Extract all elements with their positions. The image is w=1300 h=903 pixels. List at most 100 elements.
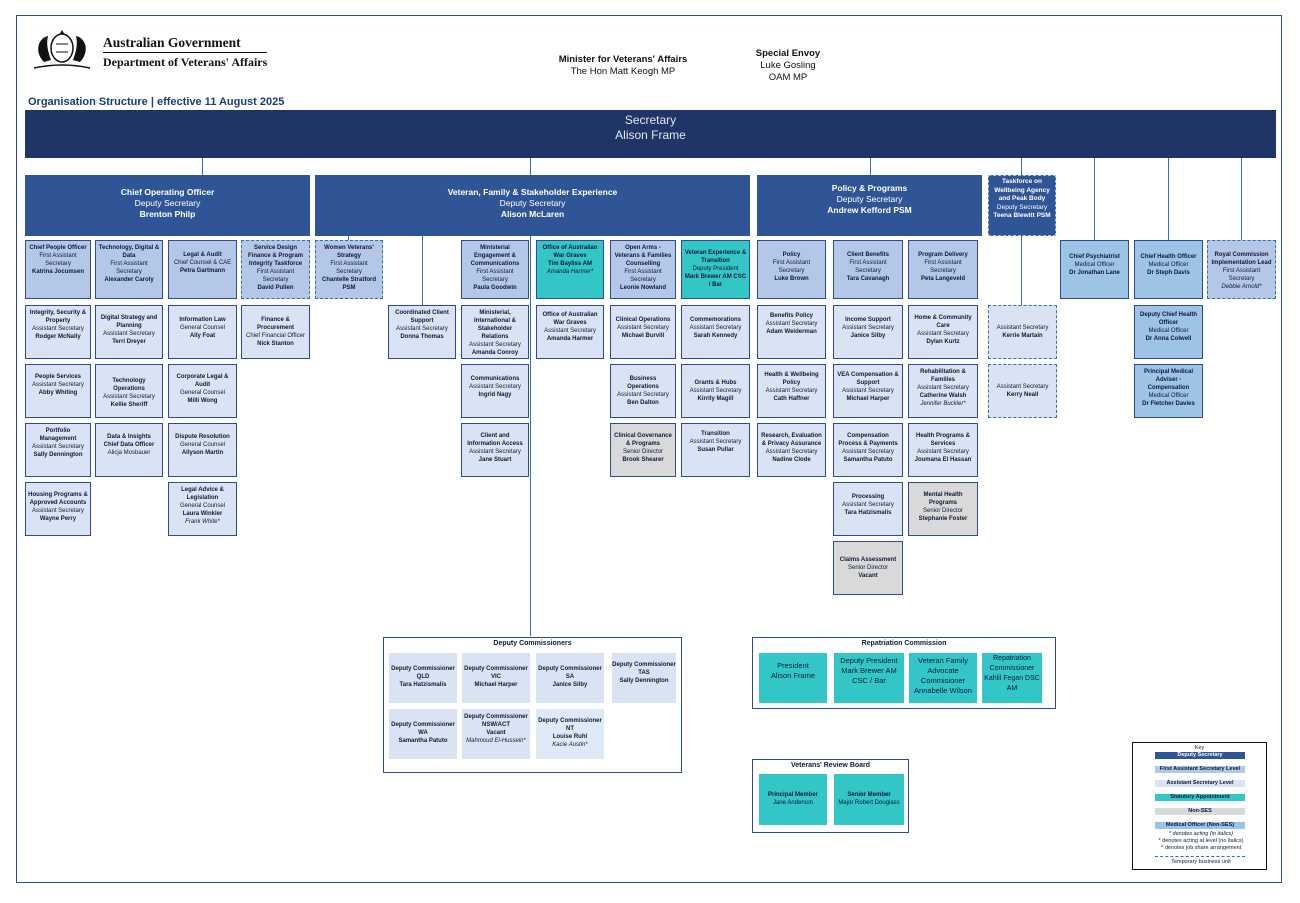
key-fas: First Assistant Secretary Level: [1155, 766, 1245, 773]
unit-title: Veteran Experience & Transition: [684, 250, 747, 264]
unit-compensation-process[interactable]: Compensation Process & Payments Assistan…: [833, 423, 903, 477]
unit-chief-health-officer[interactable]: Chief Health Officer Medical Officer Dr …: [1134, 240, 1203, 299]
unit-client-information-access[interactable]: Client and Information Access Assistant …: [461, 423, 529, 477]
unit-people-services[interactable]: People Services Assistant Secretary Abby…: [25, 364, 91, 418]
repat-veteran-family-advocate[interactable]: Veteran Family Advocate Commisioner Anna…: [909, 653, 977, 703]
unit-title: Clinical Operations: [615, 317, 671, 323]
repat-deputy-president[interactable]: Deputy President Mark Brewer AM CSC / Ba…: [834, 653, 904, 703]
deputy-vfse[interactable]: Veteran, Family & Stakeholder Experience…: [315, 175, 750, 236]
unit-principal-medical-adviser[interactable]: Principal Medical Adviser - Compensation…: [1134, 364, 1203, 418]
unit-coordinated-client-support[interactable]: Coordinated Client Support Assistant Sec…: [388, 305, 456, 359]
unit-dispute-resolution[interactable]: Dispute Resolution General Counsel Allys…: [168, 423, 237, 477]
vrb-name: Major Robert Douglass: [838, 800, 900, 806]
deputy-commissioner-sa[interactable]: Deputy Commissioner SA Janice Silby: [536, 653, 604, 703]
unit-vea-compensation[interactable]: VEA Compensation & Support Assistant Sec…: [833, 364, 903, 418]
unit-title: Data & Insights: [107, 434, 151, 440]
unit-title: Health Programs & Services: [915, 433, 970, 447]
unit-title: VEA Compensation & Support: [837, 372, 899, 386]
unit-ministerial-engagement[interactable]: Ministerial Engagement & Communications …: [461, 240, 529, 299]
unit-women-veterans-strategy[interactable]: Women Veterans' Strategy First Assistant…: [315, 240, 383, 299]
unit-corporate-legal[interactable]: Corporate Legal & Audit General Counsel …: [168, 364, 237, 418]
deputy-commissioner-nt[interactable]: Deputy Commissioner NT Louise Ruhl Kacie…: [536, 709, 604, 759]
unit-chief-psychiatrist[interactable]: Chief Psychiatrist Medical Officer Dr Jo…: [1060, 240, 1129, 299]
unit-name: Chantelle Stratford PSM: [321, 277, 376, 291]
unit-portfolio-management[interactable]: Portfolio Management Assistant Secretary…: [25, 423, 91, 477]
unit-name: Leonie Nowland: [619, 285, 666, 291]
unit-technology-digital-data[interactable]: Technology, Digital & Data First Assista…: [95, 240, 163, 299]
unit-role: Assistant Secretary: [103, 394, 155, 400]
unit-technology-operations[interactable]: Technology Operations Assistant Secretar…: [95, 364, 163, 418]
unit-income-support[interactable]: Income Support Assistant Secretary Janic…: [833, 305, 903, 359]
deputy-name: Andrew Kefford PSM: [827, 205, 912, 215]
unit-integrity-security[interactable]: Integrity, Security & Property Assistant…: [25, 305, 91, 359]
unit-data-insights[interactable]: Data & Insights Chief Data Officer Alicj…: [95, 423, 163, 477]
unit-role: First Assistant Secretary: [772, 260, 811, 274]
unit-digital-strategy[interactable]: Digital Strategy and Planning Assistant …: [95, 305, 163, 359]
unit-finance-procurement[interactable]: Finance & Procurement Chief Financial Of…: [241, 305, 310, 359]
vrb-senior-member[interactable]: Senior Member Major Robert Douglass: [834, 774, 904, 825]
unit-legal-audit[interactable]: Legal & Audit Chief Counsel & CAE Petra …: [168, 240, 237, 299]
unit-information-law[interactable]: Information Law General Counsel Ally Foa…: [168, 305, 237, 359]
unit-rehabilitation-families[interactable]: Rehabilitation & Families Assistant Secr…: [908, 364, 978, 418]
repat-president[interactable]: President Alison Frame: [759, 653, 827, 703]
unit-name: Amanda Conroy: [471, 350, 519, 356]
unit-program-delivery[interactable]: Program Delivery First Assistant Secreta…: [908, 240, 978, 299]
unit-title: Legal Advice & Legislation: [181, 487, 224, 501]
unit-role: Assistant Secretary: [842, 502, 894, 508]
unit-title: Service Design Finance & Program Integri…: [247, 245, 303, 267]
unit-business-operations[interactable]: Business Operations Assistant Secretary …: [610, 364, 676, 418]
unit-claims-assessment[interactable]: Claims Assessment Senior Director Vacant: [833, 541, 903, 595]
key-title: Key: [1194, 745, 1205, 751]
unit-commemorations[interactable]: Commemorations Assistant Secretary Sarah…: [681, 305, 750, 359]
unit-clinical-operations[interactable]: Clinical Operations Assistant Secretary …: [610, 305, 676, 359]
unit-benefits-policy[interactable]: Benefits Policy Assistant Secretary Adam…: [757, 305, 826, 359]
unit-research-evaluation[interactable]: Research, Evaluation & Privacy Assurance…: [757, 423, 826, 477]
unit-taskforce-as-2[interactable]: Assistant Secretary Kerry Neall: [988, 364, 1057, 418]
unit-clinical-governance[interactable]: Clinical Governance & Programs Senior Di…: [610, 423, 676, 477]
deputy-commissioner-tas[interactable]: Deputy Commissioner TAS Sally Dennington: [612, 653, 676, 703]
unit-office-war-graves-stat[interactable]: Office of Australian War Graves Tim Bayl…: [536, 240, 604, 299]
unit-housing-programs[interactable]: Housing Programs & Approved Accounts Ass…: [25, 482, 91, 536]
unit-taskforce-as-1[interactable]: Assistant Secretary Kerrie Martain: [988, 305, 1057, 359]
unit-ministerial-international[interactable]: Ministerial, International & Stakeholder…: [461, 305, 529, 359]
unit-legal-advice[interactable]: Legal Advice & Legislation General Couns…: [168, 482, 237, 536]
connector: [530, 158, 531, 175]
unit-title: Legal & Audit: [183, 252, 222, 258]
unit-title: Digital Strategy and Planning: [100, 315, 158, 329]
vrb-title: Principal Member: [767, 792, 818, 798]
unit-processing[interactable]: Processing Assistant Secretary Tara Hatz…: [833, 482, 903, 536]
secretary-box[interactable]: Secretary Alison Frame: [25, 110, 1276, 158]
unit-client-benefits[interactable]: Client Benefits First Assistant Secretar…: [833, 240, 903, 299]
unit-office-war-graves[interactable]: Office of Australian War Graves Assistan…: [536, 305, 604, 359]
deputy-commissioner-wa[interactable]: Deputy Commissioner WA Samantha Patuto: [389, 709, 457, 759]
unit-mental-health-programs[interactable]: Mental Health Programs Senior Director S…: [908, 482, 978, 536]
unit-role: Assistant Secretary: [842, 325, 894, 331]
deputy-commissioner-nsw-act[interactable]: Deputy Commissioner NSW/ACT Vacant Mahmo…: [462, 709, 530, 759]
unit-title: Open Arms - Veterans & Families Counsell…: [614, 245, 672, 267]
deputy-commissioner-qld[interactable]: Deputy Commissioner QLD Tara Hatzismalis: [389, 653, 457, 703]
unit-title: Compensation Process & Payments: [838, 433, 898, 447]
unit-service-design-finance[interactable]: Service Design Finance & Program Integri…: [241, 240, 310, 299]
unit-home-community-care[interactable]: Home & Community Care Assistant Secretar…: [908, 305, 978, 359]
unit-name: Luke Brown: [774, 276, 809, 282]
unit-transition[interactable]: Transition Assistant Secretary Susan Pul…: [681, 423, 750, 477]
unit-health-programs[interactable]: Health Programs & Services Assistant Sec…: [908, 423, 978, 477]
unit-role: First Assistant Secretary: [39, 253, 77, 267]
deputy-policy-programs[interactable]: Policy & Programs Deputy Secretary Andre…: [757, 175, 982, 236]
deputy-commissioner-vic[interactable]: Deputy Commissioner VIC Michael Harper: [462, 653, 530, 703]
vrb-principal-member[interactable]: Principal Member Jane Anderson: [759, 774, 827, 825]
unit-title: Client and Information Access: [467, 433, 523, 447]
unit-chief-people-officer[interactable]: Chief People Officer First Assistant Sec…: [25, 240, 91, 299]
unit-open-arms[interactable]: Open Arms - Veterans & Families Counsell…: [610, 240, 676, 299]
deputy-taskforce[interactable]: Taskforce on Wellbeing Agency and Peak B…: [988, 175, 1056, 236]
unit-grants-hubs[interactable]: Grants & Hubs Assistant Secretary Kirril…: [681, 364, 750, 418]
unit-health-wellbeing-policy[interactable]: Health & Wellbeing Policy Assistant Secr…: [757, 364, 826, 418]
unit-role: Chief Data Officer: [103, 442, 155, 448]
unit-veteran-experience-transition[interactable]: Veteran Experience & Transition Deputy P…: [681, 240, 750, 299]
unit-royal-commission-implementation[interactable]: Royal Commission Implementation Lead Fir…: [1207, 240, 1276, 299]
deputy-coo[interactable]: Chief Operating Officer Deputy Secretary…: [25, 175, 310, 236]
unit-deputy-chief-health-officer[interactable]: Deputy Chief Health Officer Medical Offi…: [1134, 305, 1203, 359]
unit-policy[interactable]: Policy First Assistant Secretary Luke Br…: [757, 240, 826, 299]
repat-commissioner[interactable]: Repatriation Commissioner Kahlil Fegan D…: [982, 653, 1042, 703]
unit-communications[interactable]: Communications Assistant Secretary Ingri…: [461, 364, 529, 418]
